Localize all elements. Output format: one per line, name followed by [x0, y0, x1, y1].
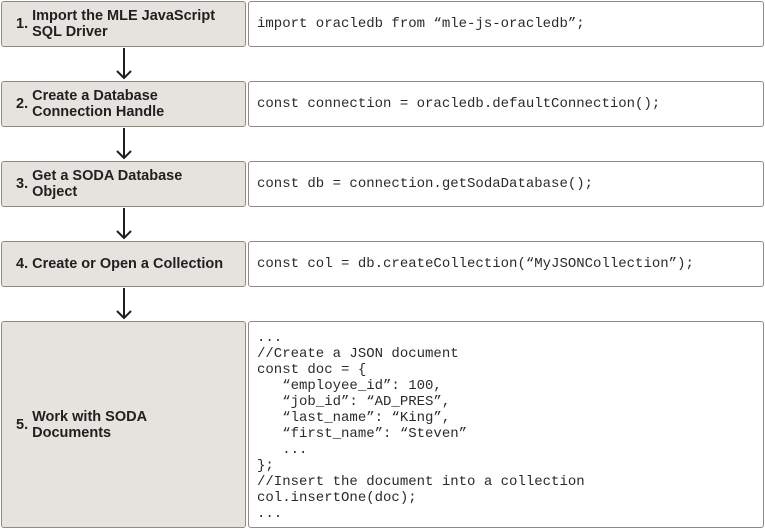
step-label: Create a Database Connection Handle: [32, 88, 165, 120]
step-label: Get a SODA Database Object: [32, 168, 183, 200]
code-line: const connection = oracledb.defaultConne…: [257, 96, 661, 112]
code-line: ...: [257, 330, 283, 346]
step-label: Create or Open a Collection: [32, 256, 224, 272]
flow-arrow-icon: [114, 47, 134, 80]
code-box-step-4: const col = db.createCollection(“MyJSONC…: [248, 241, 764, 287]
step-label: Work with SODA Documents: [32, 408, 148, 441]
flow-arrow-icon: [114, 127, 134, 160]
code-line: “first_name”: “Steven”: [257, 426, 468, 442]
code-line: //Create a JSON document: [257, 346, 459, 362]
code-box-step-2: const connection = oracledb.defaultConne…: [248, 81, 764, 127]
flow-arrow-icon: [114, 207, 134, 240]
step-number: 1.: [16, 16, 29, 32]
code-line: //Insert the document into a collection: [257, 474, 585, 490]
code-line: };: [257, 458, 274, 474]
step-number: 5.: [16, 416, 29, 433]
code-line: “employee_id”: 100,: [257, 378, 442, 394]
code-line: const col = db.createCollection(“MyJSONC…: [257, 256, 694, 272]
code-line: “job_id”: “AD_PRES”,: [257, 394, 451, 410]
code-box-step-5: ... //Create a JSON document const doc =…: [248, 321, 764, 528]
step-label: Import the MLE JavaScript SQL Driver: [32, 8, 216, 40]
step-number: 2.: [16, 96, 29, 112]
code-line: ...: [257, 442, 308, 458]
step-1-box: 1. Import the MLE JavaScript SQL Driver: [1, 1, 246, 47]
step-4-box: 4. Create or Open a Collection: [1, 241, 246, 287]
code-line: import oracledb from “mle-js-oracledb”;: [257, 16, 585, 32]
code-line: const db = connection.getSodaDatabase();: [257, 176, 594, 192]
step-2-box: 2. Create a Database Connection Handle: [1, 81, 246, 127]
flow-arrow-icon: [114, 287, 134, 320]
code-line: “last_name”: “King”,: [257, 410, 451, 426]
step-number: 4.: [16, 256, 29, 272]
step-3-box: 3. Get a SODA Database Object: [1, 161, 246, 207]
code-line: const doc = {: [257, 362, 367, 378]
step-number: 3.: [16, 176, 29, 192]
code-line: ...: [257, 506, 283, 522]
code-box-step-1: import oracledb from “mle-js-oracledb”;: [248, 1, 764, 47]
step-5-box: 5. Work with SODA Documents: [1, 321, 246, 528]
code-box-step-3: const db = connection.getSodaDatabase();: [248, 161, 764, 207]
code-line: col.insertOne(doc);: [257, 490, 417, 506]
